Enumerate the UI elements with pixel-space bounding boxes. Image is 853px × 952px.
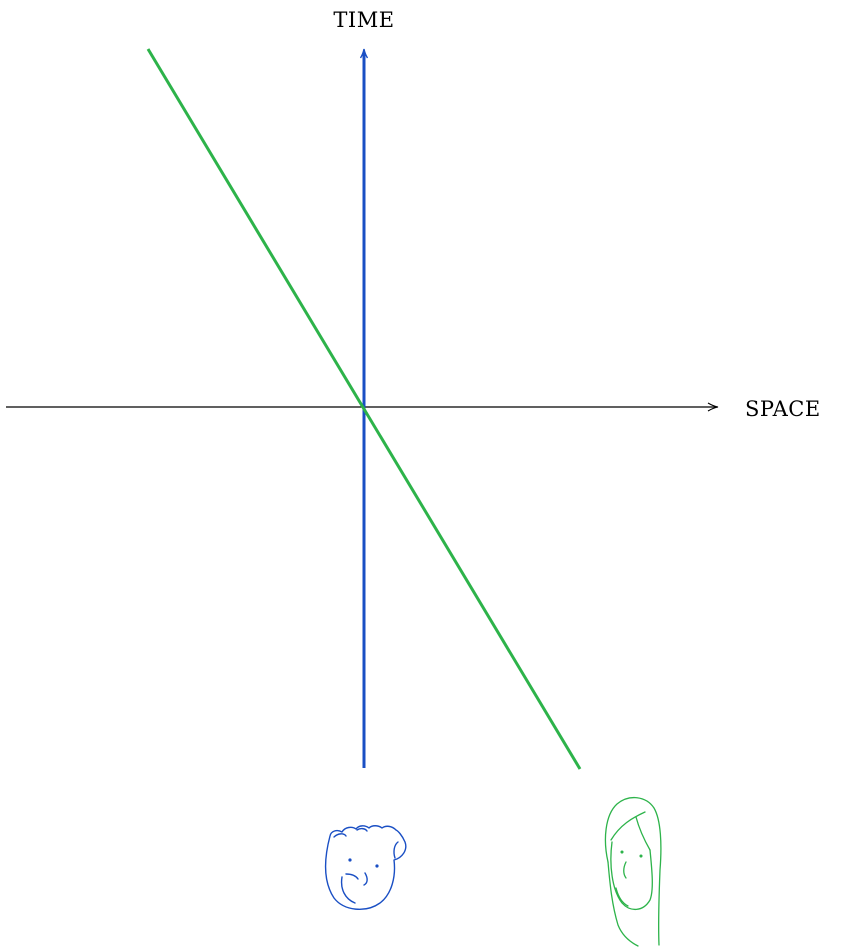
girl-face-icon [605, 798, 660, 946]
time-axis-label: TIME [333, 8, 394, 32]
space-axis-label: SPACE [745, 397, 821, 421]
boy-face-icon [326, 826, 406, 910]
